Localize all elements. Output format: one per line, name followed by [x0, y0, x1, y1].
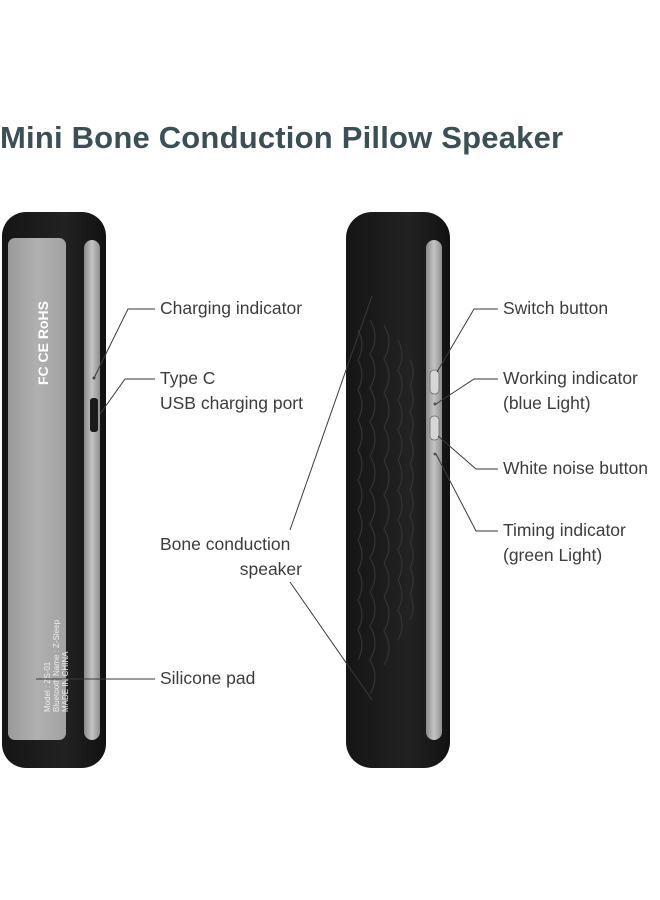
callout-working-indicator-line2: (blue Light) [503, 393, 591, 413]
leader-charging-indicator [93, 308, 155, 379]
bluetooth-name-text: Bluetooth Name : Z-Sleep [52, 619, 61, 712]
leader-switch-button [436, 308, 498, 373]
right-side-strip [426, 240, 442, 740]
page-title: Mini Bone Conduction Pillow Speaker [0, 120, 564, 155]
working-indicator-dot [433, 402, 437, 406]
callout-timing-indicator: Timing indicator (green Light) [503, 518, 626, 568]
leader-lines [36, 295, 498, 701]
callout-charging-indicator-text: Charging indicator [160, 298, 303, 318]
callout-timing-indicator-line1: Timing indicator [503, 520, 626, 540]
callout-white-noise-button-text: White noise button [503, 458, 648, 478]
callout-white-noise-button: White noise button [503, 456, 648, 481]
white-noise-button [429, 415, 440, 441]
leader-type-c [99, 378, 155, 415]
callout-switch-button-text: Switch button [503, 298, 609, 318]
origin-text: MADE IN CHINA [61, 651, 70, 712]
compliance-text: FC CE RoHS [35, 301, 51, 385]
model-text: Model : ZS-01 [43, 661, 52, 712]
leader-white-noise-button [437, 435, 498, 470]
leader-bone-conduction-lower [289, 581, 373, 701]
callout-working-indicator-line1: Working indicator [503, 368, 638, 388]
callout-type-c-line2: USB charging port [160, 393, 303, 413]
usb-c-port [90, 398, 98, 432]
callout-silicone-pad-text: Silicone pad [160, 668, 256, 688]
leader-timing-indicator [435, 453, 498, 532]
speaker-texture [357, 319, 414, 695]
callout-type-c-line1: Type C [160, 368, 216, 388]
compliance-marks: FC CE RoHS [35, 301, 51, 385]
right-device [346, 212, 450, 768]
callout-type-c: Type C USB charging port [160, 366, 303, 416]
callout-silicone-pad: Silicone pad [160, 666, 255, 691]
left-device-panel [8, 238, 66, 740]
label-markings: Model : ZS-01 Bluetooth Name : Z-Sleep M… [43, 619, 70, 712]
callout-timing-indicator-line2: (green Light) [503, 545, 603, 565]
switch-button [429, 369, 440, 395]
callout-working-indicator: Working indicator (blue Light) [503, 366, 638, 416]
left-side-strip [84, 240, 100, 740]
callout-switch-button: Switch button [503, 296, 608, 321]
callout-bone-conduction-line2: speaker [239, 559, 302, 579]
callout-bone-conduction: Bone conduction speaker [160, 532, 302, 582]
timing-indicator-dot [433, 452, 437, 456]
leader-working-indicator [435, 378, 498, 405]
leader-bone-conduction-upper [289, 295, 373, 531]
callout-charging-indicator: Charging indicator [160, 296, 302, 321]
callout-bone-conduction-line1: Bone conduction [160, 534, 291, 554]
left-device: FC CE RoHS Model : ZS-01 Bluetooth Name … [2, 212, 106, 768]
